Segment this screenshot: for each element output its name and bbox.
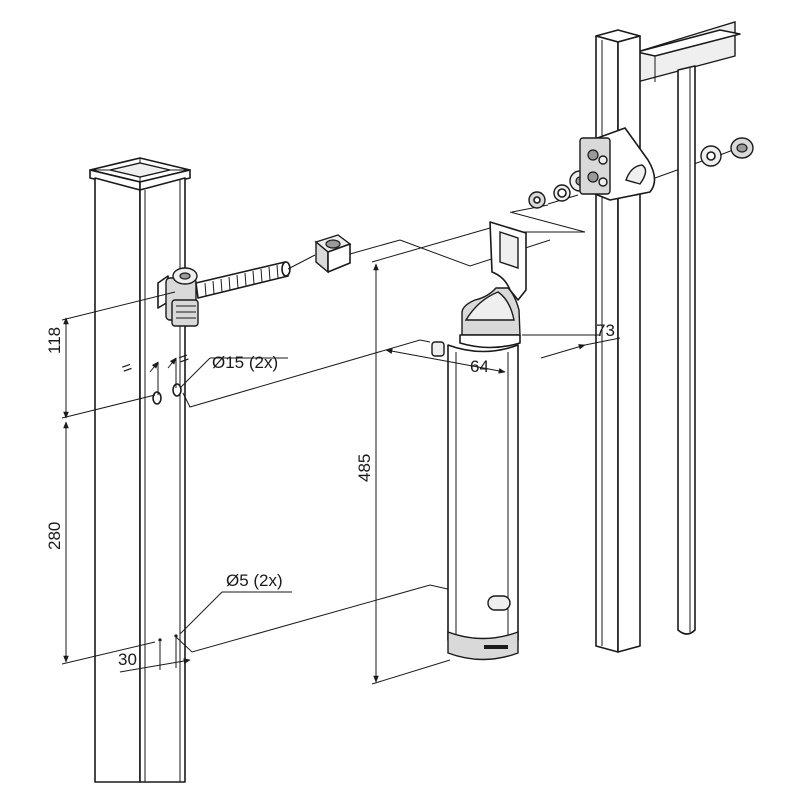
- dimension-73: [522, 334, 621, 359]
- dim-30-label: 30: [118, 650, 137, 669]
- leader-hole15: [179, 357, 288, 389]
- dim-118-label: 118: [45, 327, 64, 354]
- dim-73-label: 73: [596, 321, 615, 340]
- dimension-280: [61, 421, 156, 665]
- hole5-label: Ø5 (2x): [226, 571, 283, 590]
- dimension-64: [385, 348, 506, 374]
- hinge-bolt: [157, 261, 291, 327]
- square-nut: [314, 234, 352, 274]
- dimension-equal-spacing: [149, 357, 177, 395]
- dim-64-label: 64: [470, 357, 489, 376]
- gate-closer: [431, 221, 527, 661]
- hole15-label: Ø15 (2x): [212, 353, 278, 372]
- dimension-30: [119, 638, 191, 673]
- dim-485-label: 485: [355, 454, 374, 482]
- right-hinge-plate: [579, 127, 656, 201]
- leader-hole5: [179, 591, 292, 635]
- left-post: [89, 157, 191, 783]
- dim-280-label: 280: [45, 522, 64, 550]
- dimension-485: [371, 227, 491, 685]
- right-gate-post: [595, 21, 741, 653]
- right-washers: [700, 137, 754, 167]
- dimension-118: [61, 291, 176, 419]
